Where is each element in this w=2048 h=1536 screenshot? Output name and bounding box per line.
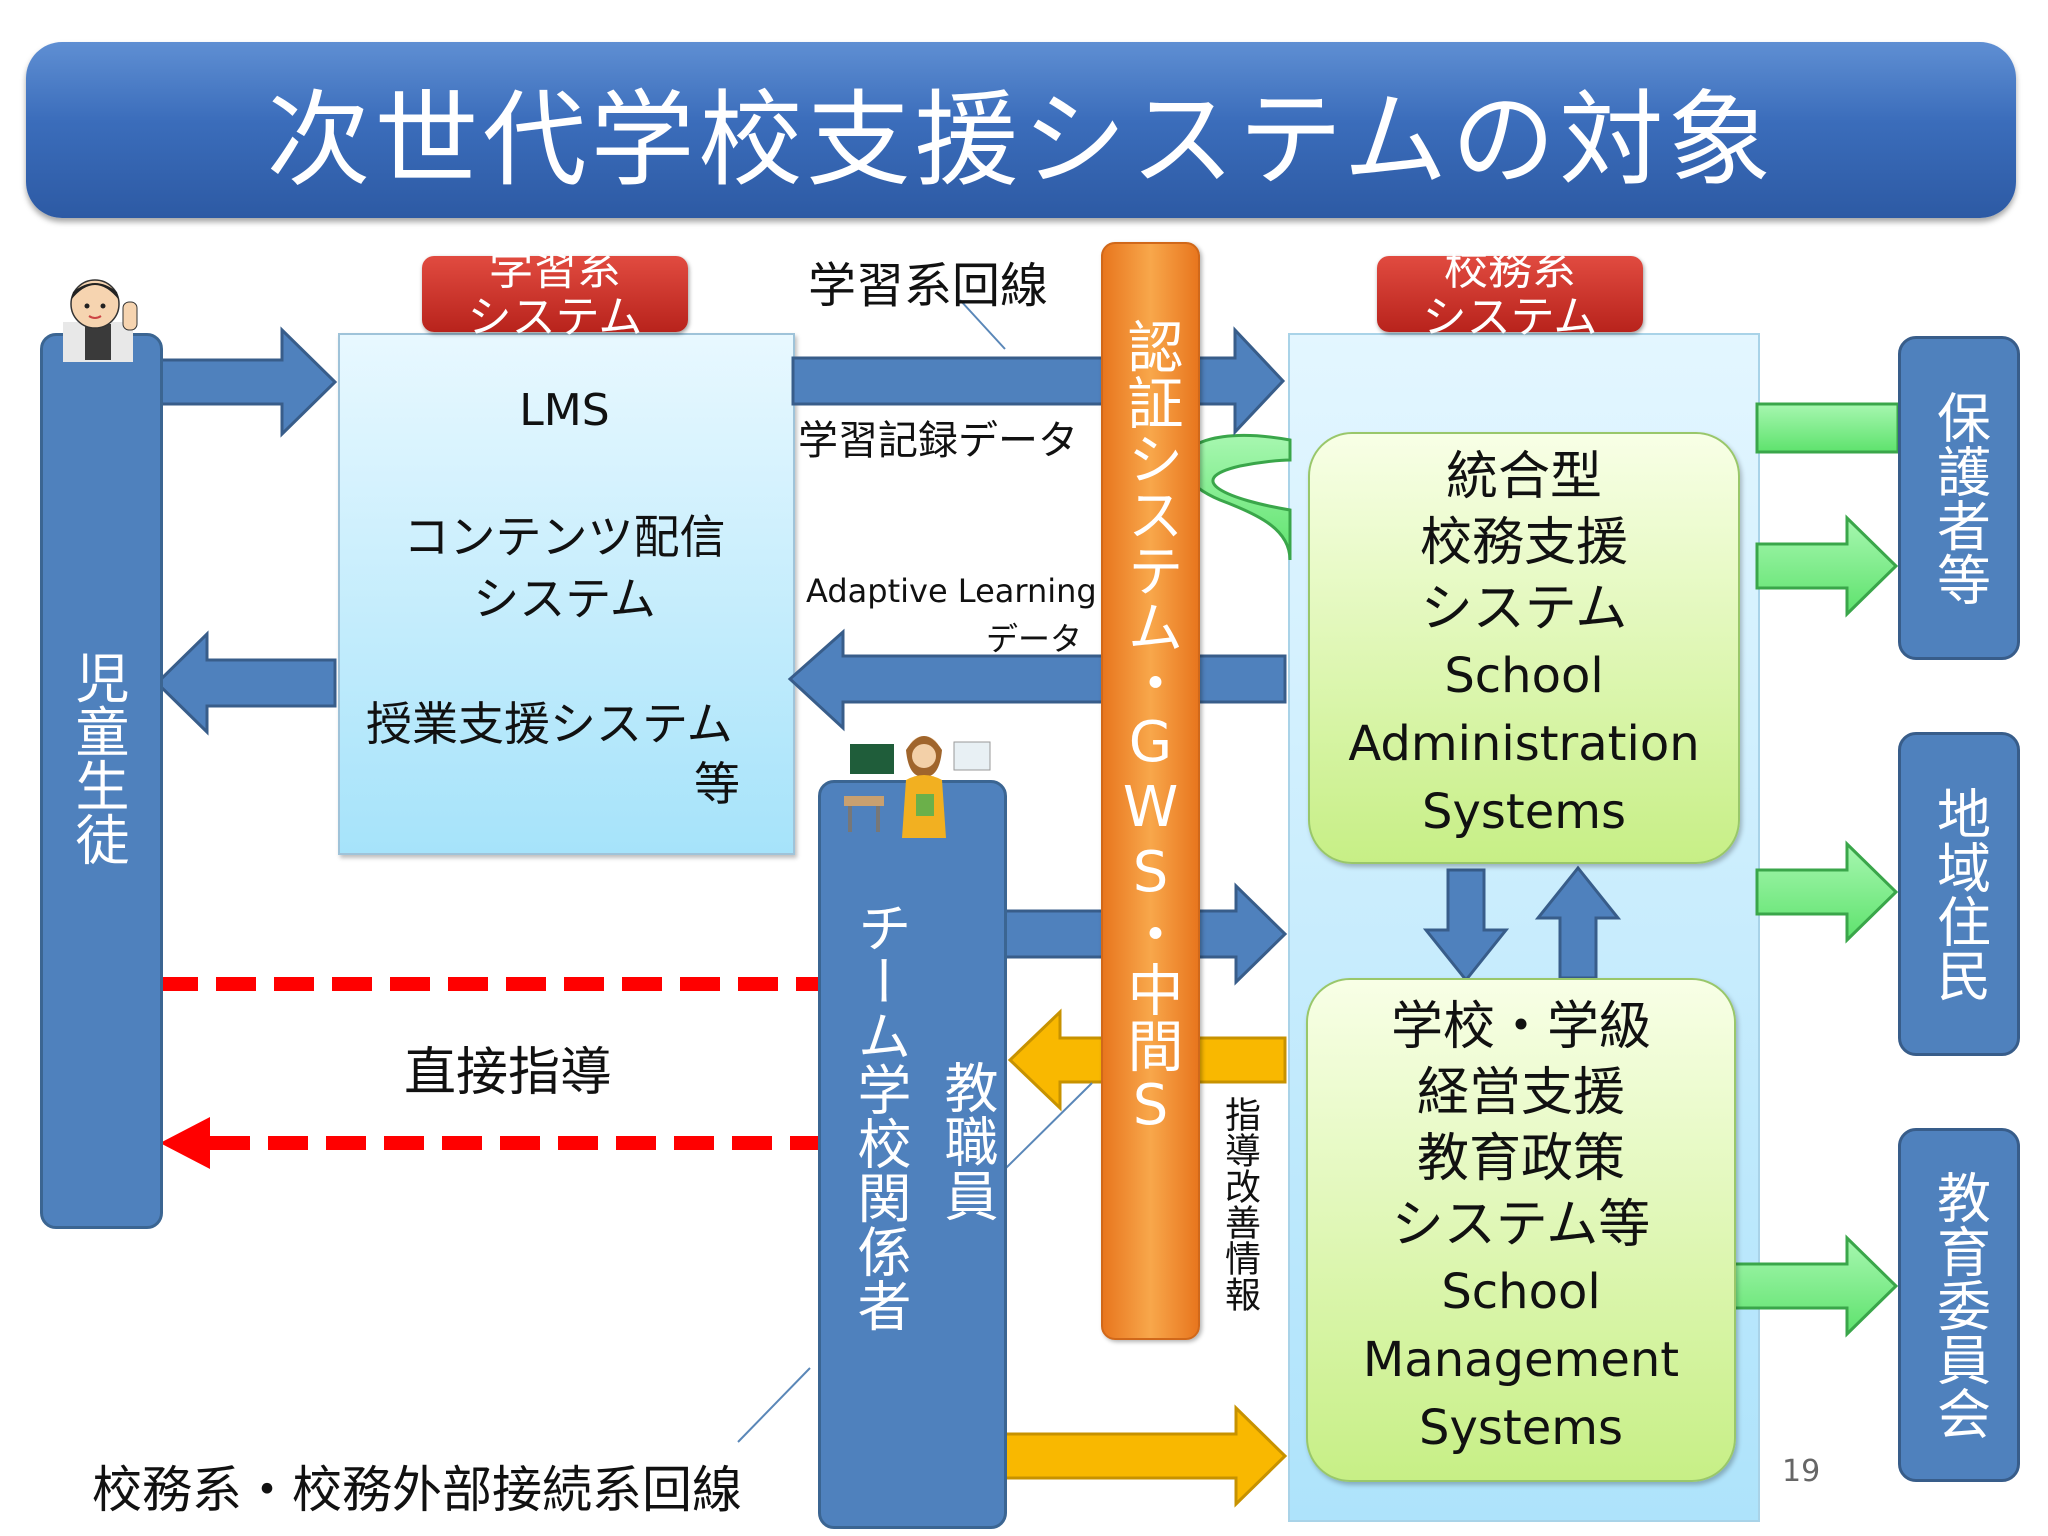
arrow-admin-line <box>1002 1404 1288 1508</box>
management-line1: 学校・学級 <box>1390 997 1651 1057</box>
arrow-lms-to-student <box>154 630 337 736</box>
arrow-to-residents <box>1755 840 1899 944</box>
staff-label: 教職員 <box>935 1060 998 1222</box>
students-column <box>40 333 163 1229</box>
arrow-up-to-integrated <box>1534 865 1622 980</box>
learning-system-tag: 学習系 システム <box>422 246 688 342</box>
integrated-line4: School <box>1444 648 1604 704</box>
team-column <box>818 780 1007 1529</box>
integrated-line2: 校務支援 <box>1419 513 1628 573</box>
admin-line-label: 校務系・校務外部接続系回線 <box>92 1461 742 1519</box>
admin-system-tag-line1: 校務系 <box>1444 244 1576 295</box>
learning-system-tag-line2: システム <box>467 292 643 343</box>
dashed-arrowhead-left <box>160 1117 210 1169</box>
adaptive-learning-label: Adaptive Learning <box>806 572 1097 610</box>
management-line6: Management <box>1362 1332 1680 1388</box>
callout-learning-line <box>959 299 1006 350</box>
management-line2: 経営支援 <box>1416 1063 1625 1123</box>
learning-record-label: 学習記録データ <box>798 418 1078 464</box>
integrated-line1: 統合型 <box>1445 447 1602 507</box>
content-delivery-line1: コンテンツ配信 <box>403 510 726 564</box>
guardians-label: 保護者等 <box>1927 390 1991 606</box>
title-bar: 次世代学校支援システムの対象 <box>26 42 2016 218</box>
management-box: 学校・学級 経営支援 教育政策 システム等 School Management … <box>1306 978 1736 1482</box>
board-of-education-label: 教育委員会 <box>1927 1170 1991 1440</box>
content-delivery-label: コンテンツ配信 システム <box>338 506 791 630</box>
management-line5: School <box>1441 1264 1601 1320</box>
team-label: チーム学校関係者 <box>848 900 911 1332</box>
arrow-to-guardians-top <box>1755 402 1900 454</box>
residents-label: 地域住民 <box>1927 786 1991 1002</box>
admin-system-tag: 校務系 システム <box>1377 246 1643 342</box>
callout-staff <box>1005 1082 1093 1169</box>
guardians-box: 保護者等 <box>1898 336 2020 660</box>
management-line3: 教育政策 <box>1416 1129 1625 1189</box>
integrated-admin-box: 統合型 校務支援 システム School Administration Syst… <box>1308 432 1740 864</box>
learning-line-label: 学習系回線 <box>808 258 1049 314</box>
student-figure-icon <box>63 279 138 362</box>
learning-system-tag-line1: 学習系 <box>489 244 621 295</box>
class-support-etc: 等 <box>694 757 740 811</box>
arrow-to-guardians <box>1755 514 1899 618</box>
class-support-label: 授業支援システム <box>366 697 733 751</box>
management-line7: Systems <box>1419 1400 1623 1456</box>
lms-label: LMS <box>519 385 610 436</box>
arrow-down-to-management <box>1422 868 1510 983</box>
students-label: 児童生徒 <box>66 650 129 866</box>
page-title: 次世代学校支援システムの対象 <box>266 78 1776 201</box>
learning-system-panel <box>338 333 795 855</box>
page-number: 19 <box>1782 1454 1821 1489</box>
board-of-education-box: 教育委員会 <box>1898 1128 2020 1482</box>
callout-admin-line <box>737 1367 811 1443</box>
integrated-line5: Administration <box>1348 716 1700 772</box>
management-line4: システム等 <box>1391 1195 1651 1255</box>
adaptive-data-label: データ <box>986 620 1083 658</box>
auth-label: 認証システム・GWS・中間S <box>1118 318 1183 1138</box>
guidance-info-label: 指導改善情報 <box>1219 1096 1260 1312</box>
direct-guidance-label: 直接指導 <box>404 1043 613 1103</box>
arrow-learning-record <box>791 326 1286 436</box>
integrated-line3: システム <box>1420 579 1628 639</box>
auth-column <box>1101 242 1200 1340</box>
residents-box: 地域住民 <box>1898 732 2020 1056</box>
content-delivery-line2: システム <box>473 572 656 626</box>
teacher-figure-icon <box>844 736 991 838</box>
integrated-line6: Systems <box>1422 784 1626 840</box>
admin-system-tag-line2: システム <box>1422 292 1598 343</box>
arrow-student-to-lms <box>153 326 338 438</box>
